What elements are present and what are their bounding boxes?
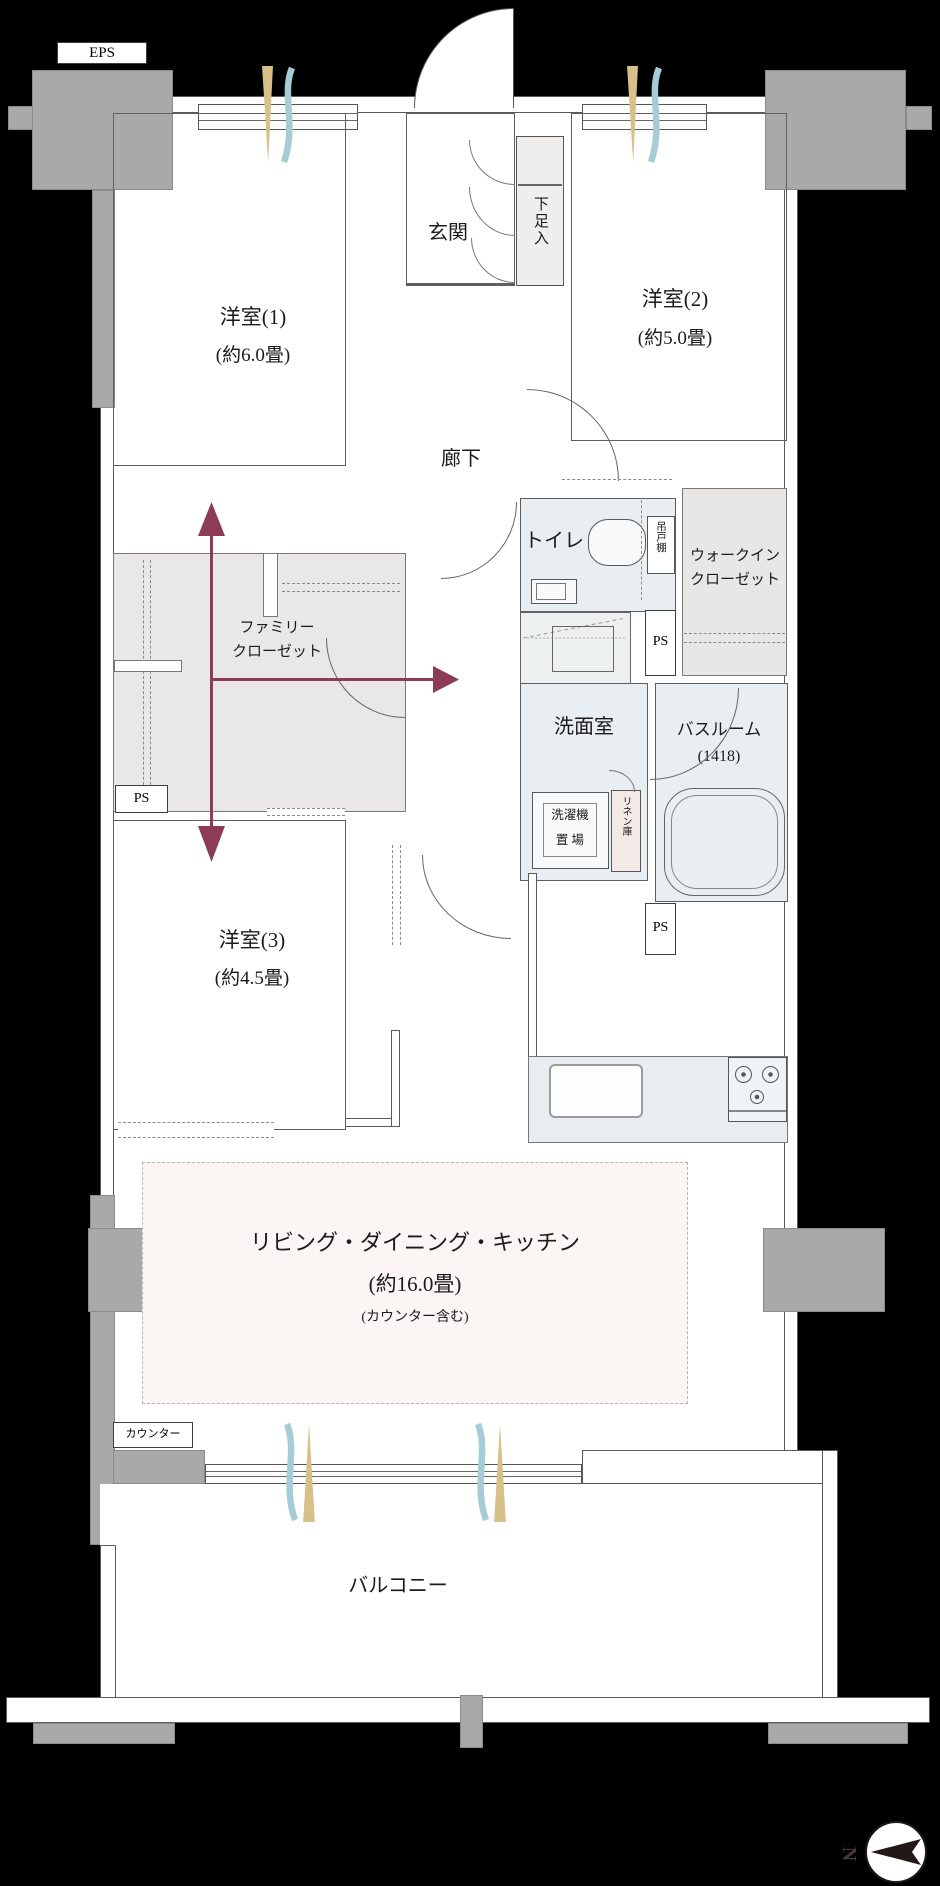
window-living <box>205 1464 582 1484</box>
balcony-pier-left <box>33 1723 175 1744</box>
family-closet-sliding-door <box>267 808 345 816</box>
family-closet-label2: クローゼット <box>231 644 323 660</box>
window-bedroom2 <box>582 104 707 130</box>
shoe-cabinet-divider <box>518 184 562 186</box>
wic-room <box>682 488 787 676</box>
window-bedroom1 <box>198 104 358 130</box>
structural-column-top-right-tab <box>906 106 932 130</box>
genkan-step-line <box>406 283 515 285</box>
structural-column-top-right <box>765 70 906 190</box>
laundry-pan-inner <box>543 803 597 857</box>
family-closet-pole-v <box>143 560 151 805</box>
balcony-left-wall <box>100 1545 116 1700</box>
bedroom2-room <box>571 113 787 441</box>
bottom-wall-right <box>582 1450 838 1484</box>
entrance-door-arc <box>414 8 514 108</box>
shoe-cabinet-label: 下足入 <box>532 196 548 247</box>
laundry-label2: 置 場 <box>555 833 585 847</box>
shoe-cabinet <box>516 136 564 286</box>
bedroom1-room <box>113 113 346 466</box>
ps-label: PS <box>652 634 669 649</box>
toilet-label: トイレ <box>524 530 584 552</box>
eps-label: EPS <box>89 45 115 61</box>
bedroom3-window <box>118 1122 274 1138</box>
balcony-label: バルコニー <box>348 1575 448 1597</box>
balcony-center-divider <box>460 1695 483 1748</box>
ldk-note: (カウンター含む) <box>361 1310 469 1325</box>
bedroom2-size: (約5.0畳) <box>637 328 713 349</box>
stove-burner-2 <box>762 1066 779 1083</box>
family-closet-shelf <box>114 660 182 672</box>
family-closet-wall-stub <box>263 553 278 617</box>
vanity-room <box>520 612 631 684</box>
washroom-label: 洗面室 <box>554 716 614 738</box>
ldk-zone <box>142 1162 688 1404</box>
structural-column-top-left-tab <box>8 106 34 130</box>
eps-box: EPS <box>57 42 147 64</box>
stove-burner-3 <box>750 1090 764 1104</box>
ldk-name: リビング・ダイニング・キッチン <box>249 1230 581 1255</box>
corridor-label: 廊下 <box>441 448 481 470</box>
ps-box-left: PS <box>115 785 168 813</box>
bedroom3-sliding-door <box>392 845 401 945</box>
bedroom3-name: 洋室(3) <box>218 928 286 952</box>
vent-cone-icon <box>303 1424 315 1522</box>
wic-label2: クローゼット <box>689 572 781 588</box>
bedroom3-size: (約4.5畳) <box>214 968 290 989</box>
bedroom2-name: 洋室(2) <box>641 287 709 311</box>
structural-column-top-left <box>32 70 173 190</box>
counter-ledge <box>113 1450 205 1484</box>
toilet-corner-sink-basin <box>536 583 566 600</box>
ps-box-kitchen: PS <box>645 903 676 955</box>
ps-label: PS <box>652 920 669 935</box>
hanging-cabinet-label: 吊戸棚 <box>655 521 666 553</box>
balcony-floor <box>100 1484 838 1697</box>
kitchen-west-wall <box>528 873 537 1058</box>
ps-box-middle: PS <box>645 610 676 676</box>
compass-north-letter: N <box>838 1846 860 1862</box>
family-closet-label1: ファミリー <box>239 620 315 636</box>
bathtub-outer <box>664 788 785 896</box>
stove-front-strip <box>729 1110 786 1112</box>
wic-label1: ウォークイン <box>689 548 781 564</box>
toilet-bowl <box>588 519 646 566</box>
linen-closet-label: リネン庫 <box>620 796 631 836</box>
ps-label: PS <box>133 791 150 806</box>
vent-wave-icon <box>280 66 296 164</box>
vanity-diagonal-line <box>522 617 627 639</box>
bedroom1-size: (約6.0畳) <box>215 345 291 366</box>
hanging-cabinet-box <box>647 516 675 574</box>
structural-column-bottom-right <box>763 1228 885 1312</box>
vent-wave-icon <box>283 1422 299 1522</box>
linen-closet <box>611 790 641 872</box>
genkan-label: 玄関 <box>428 222 468 244</box>
balcony-pier-right <box>768 1723 908 1744</box>
kitchen-sink <box>549 1064 643 1118</box>
vent-cone-icon <box>262 66 273 163</box>
structural-column-left-stem <box>92 190 115 408</box>
laundry-label1: 洗濯機 <box>551 808 589 822</box>
toilet-upper-cabinet-line <box>641 500 642 600</box>
stove-burner-1 <box>735 1066 752 1083</box>
bedroom2-door-threshold <box>562 479 672 480</box>
family-closet-pole-h <box>282 583 400 592</box>
vent-cone-icon <box>494 1424 506 1522</box>
vent-cone-icon <box>627 66 638 163</box>
wic-pole <box>684 633 785 643</box>
flow-arrow-horizontal-line <box>211 678 433 681</box>
vent-wave-icon <box>474 1422 490 1522</box>
fridge-nook-wall-v <box>391 1030 400 1127</box>
counter-label: カウンター <box>125 1428 181 1440</box>
bathtub-inner <box>671 795 778 889</box>
vent-wave-icon <box>647 66 663 164</box>
vanity-counter <box>552 626 614 672</box>
bedroom1-name: 洋室(1) <box>219 305 287 329</box>
counter-label-box: カウンター <box>113 1422 193 1448</box>
ldk-size: (約16.0畳) <box>368 1272 462 1296</box>
balcony-right-wall <box>822 1450 838 1700</box>
